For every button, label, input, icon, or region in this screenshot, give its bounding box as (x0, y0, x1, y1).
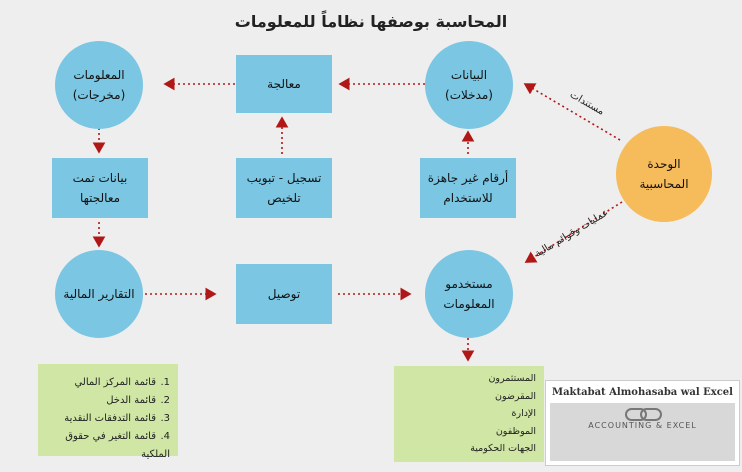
node-accounting-unit: الوحدة المحاسبية (616, 126, 712, 222)
arrow-unit-to-inputs (523, 83, 621, 141)
user-item: المستثمرون (488, 373, 536, 384)
node-processing: معالجة (236, 55, 332, 113)
node-delivery: توصيل (236, 264, 332, 324)
users-list-box: المستثمرون المقرضون الإدارة الموظفون الج… (394, 366, 544, 462)
reports-list-box: 1.قائمة المركز المالي 2.قائمة الدخل 3.قا… (38, 364, 178, 460)
node-information-outputs: المعلومات (مخرجات) (55, 41, 143, 129)
report-item: 1.قائمة المركز المالي (74, 377, 170, 388)
user-item: الجهات الحكومية (470, 443, 536, 454)
report-item: 3.قائمة التدفقات النقدية (64, 413, 170, 424)
user-item: المقرضون (494, 390, 536, 402)
diagram-title: المحاسبة بوصفها نظاماً للمعلومات (234, 12, 508, 31)
node-information-users: مستخدمو المعلومات (425, 250, 513, 338)
node-record-classify: تسجيل - تبويب تلخيص (236, 158, 332, 218)
report-item: 4.قائمة التغير في حقوق الملكية (65, 431, 170, 460)
user-item: الإدارة (511, 408, 537, 419)
logo-name: Maktabat Almohasaba wal Excel (552, 387, 733, 398)
node-raw-numbers: أرقام غير جاهزة للاستخدام (420, 158, 516, 218)
logo: Maktabat Almohasaba wal Excel ACCOUNTING… (545, 380, 740, 466)
user-item: الموظفون (495, 425, 536, 437)
logo-tagline: ACCOUNTING & EXCEL (588, 421, 697, 430)
node-financial-reports: التقارير المالية (55, 250, 143, 338)
arrow-unit-to-users (524, 201, 623, 263)
chain-link-icon (625, 408, 662, 421)
report-item: 2.قائمة الدخل (106, 395, 170, 406)
node-data-inputs: البيانات (مدخلات) (425, 41, 513, 129)
node-processed-data: بيانات تمت معالجتها (52, 158, 148, 218)
logo-band (550, 403, 735, 461)
